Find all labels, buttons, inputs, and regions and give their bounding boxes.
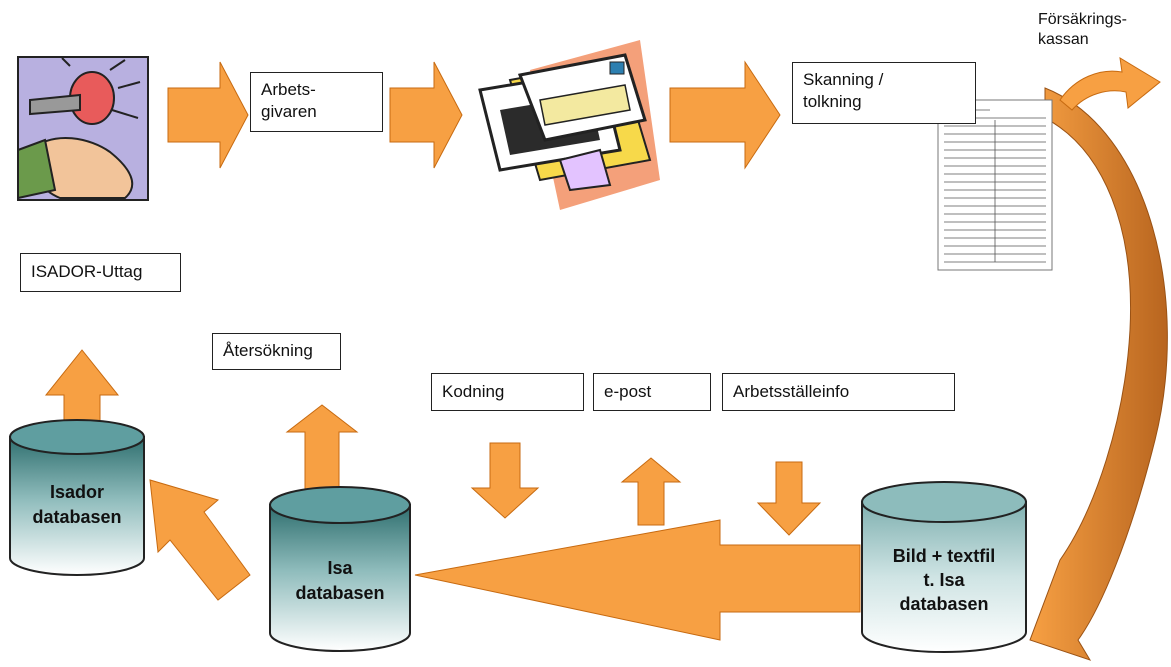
isa-label-line1: Isa	[327, 558, 353, 578]
isa-database-cylinder: Isa databasen	[269, 486, 411, 652]
bild-label-line3: databasen	[899, 594, 988, 614]
up-arrow-isa	[285, 404, 359, 493]
atersokning-box: Återsökning	[212, 333, 341, 370]
kodning-box: Kodning	[431, 373, 584, 411]
up-arrow-epost	[620, 457, 682, 526]
bild-label-line2: t. Isa	[923, 570, 965, 590]
isador-label-line2: databasen	[32, 507, 121, 527]
envelopes-icon	[478, 40, 660, 210]
arrow-right-3	[669, 60, 781, 170]
isador-label-line1: Isador	[50, 482, 104, 502]
big-left-arrow	[414, 519, 861, 641]
arrow-right-2	[389, 61, 463, 169]
arbetsstalleinfo-box: Arbetsställeinfo	[722, 373, 955, 411]
bild-label-line1: Bild + textfil	[893, 546, 996, 566]
claim-form-document-icon	[937, 99, 1053, 271]
curved-return-arrow	[1029, 87, 1168, 661]
diagonal-arrow-to-isador	[149, 479, 251, 601]
down-arrow-arbetsstalleinfo	[756, 461, 822, 536]
arbetsgivaren-box: Arbets- givaren	[250, 72, 383, 132]
forsakringskassan-arrow	[1059, 57, 1161, 111]
isa-label-line2: databasen	[295, 583, 384, 603]
bild-textfil-cylinder: Bild + textfil t. Isa databasen	[861, 481, 1027, 653]
injured-hand-icon	[17, 56, 149, 201]
forsakringskassan-label: Försäkrings- kassan	[1038, 11, 1127, 48]
isador-database-cylinder: Isador databasen	[9, 419, 145, 576]
arrow-right-1	[167, 61, 249, 169]
skanning-tolkning-box: Skanning / tolkning	[792, 62, 976, 124]
down-arrow-kodning	[470, 442, 540, 519]
isador-uttag-box: ISADOR-Uttag	[20, 253, 181, 292]
epost-box: e-post	[593, 373, 711, 411]
